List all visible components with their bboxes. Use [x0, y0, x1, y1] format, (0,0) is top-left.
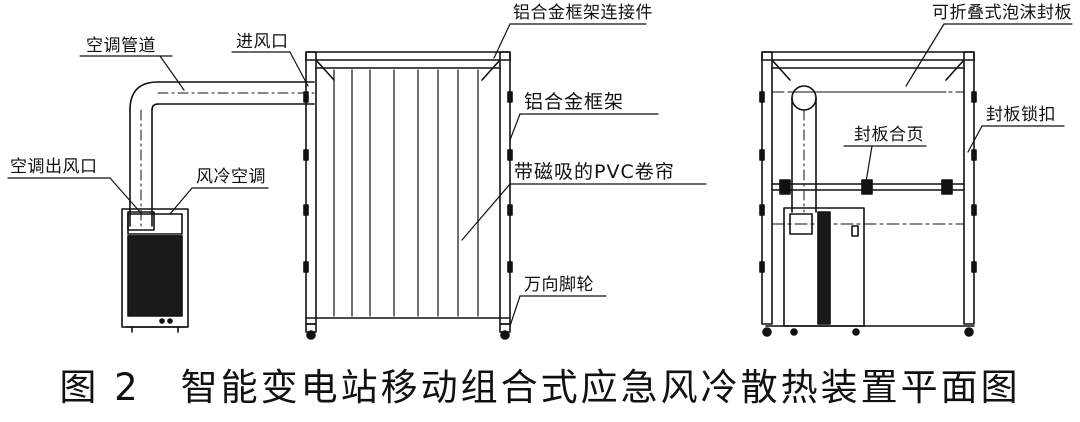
ac-unit-side [783, 85, 865, 327]
leader-lines [7, 23, 1073, 327]
label-foam-panel: 可折叠式泡沫封板 [932, 3, 1072, 23]
label-caster: 万向脚轮 [524, 275, 594, 295]
aluminum-frame-front [303, 51, 513, 325]
label-ac-unit: 风冷空调 [196, 167, 266, 187]
air-duct [127, 81, 315, 231]
label-frame-connector: 铝合金框架连接件 [513, 3, 653, 23]
label-panel-hinge: 封板合页 [854, 125, 924, 145]
label-air-inlet: 进风口 [236, 32, 289, 52]
casters-front [305, 323, 511, 340]
label-aluminum-frame: 铝合金框架 [524, 91, 625, 113]
label-panel-lock: 封板锁扣 [986, 105, 1056, 125]
label-pvc-curtain: 带磁吸的PVC卷帘 [514, 161, 675, 183]
label-ac-outlet: 空调出风口 [10, 157, 98, 177]
figure-caption: 图 2 智能变电站移动组合式应急风冷散热装置平面图 [0, 366, 1080, 410]
label-air-duct: 空调管道 [86, 36, 156, 56]
casters-side [762, 325, 975, 337]
figure-title: 智能变电站移动组合式应急风冷散热装置平面图 [180, 366, 1021, 409]
figure-number: 图 2 [59, 366, 141, 409]
ac-unit-left [121, 208, 189, 333]
pvc-curtain [333, 69, 479, 317]
